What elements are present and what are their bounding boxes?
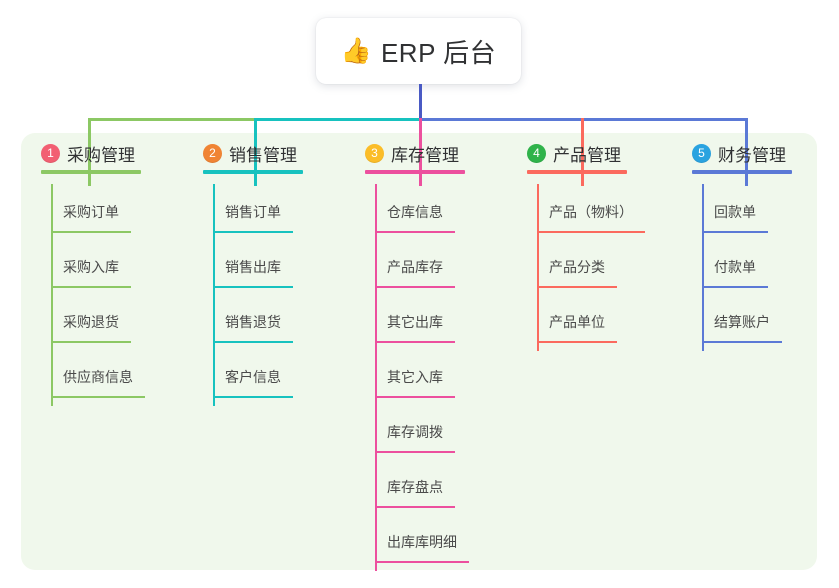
leaf-node-rule [377,231,455,233]
column-spine-2 [213,184,215,406]
leaf-node-rule [215,231,293,233]
root-trunk-connector [419,84,422,121]
leaf-node-rule [539,341,617,343]
leaf-node-rule [704,341,782,343]
leaf-node-rule [539,231,645,233]
module-column-1[interactable]: 1 采购管理 [41,140,141,174]
leaf-node-label: 客户信息 [225,369,281,385]
column-header-1[interactable]: 1 采购管理 [41,140,141,166]
column-header-5[interactable]: 5 财务管理 [692,140,792,166]
column-header-3[interactable]: 3 库存管理 [365,140,465,166]
leaf-node-label: 采购订单 [63,204,119,220]
leaf-node-label: 采购入库 [63,259,119,275]
leaf-node-rule [377,396,455,398]
root-node-content: 👍 ERP 后台 [341,33,496,70]
column-header-rule-5 [692,170,792,174]
connector-bar-segment-1 [88,118,254,121]
leaf-node-label: 库存调拨 [387,424,443,440]
leaf-node-rule [377,286,455,288]
connector-bar-segment-2 [254,118,419,121]
leaf-node-rule [53,341,131,343]
leaf-node-label: 产品分类 [549,259,605,275]
column-title-3: 库存管理 [391,145,459,165]
module-column-4[interactable]: 4 产品管理 [527,140,627,174]
leaf-node-label: 销售退货 [225,314,281,330]
column-header-rule-2 [203,170,303,174]
leaf-node-rule [53,396,145,398]
leaf-node-label: 仓库信息 [387,204,443,220]
leaf-node-rule [53,231,131,233]
thumbs-up-icon: 👍 [340,36,372,65]
column-header-4[interactable]: 4 产品管理 [527,140,627,166]
modules-panel [21,133,817,570]
leaf-node-rule [215,286,293,288]
connector-drop-3 [419,118,422,186]
column-header-rule-1 [41,170,141,174]
column-title-1: 采购管理 [67,145,135,165]
leaf-node-rule [539,286,617,288]
column-spine-4 [537,184,539,351]
leaf-node-rule [377,451,455,453]
leaf-node-label: 出库库明细 [387,534,457,550]
leaf-node-label: 产品库存 [387,259,443,275]
column-header-2[interactable]: 2 销售管理 [203,140,303,166]
column-badge-icon-1: 1 [41,143,60,163]
leaf-node-label: 采购退货 [63,314,119,330]
connector-bar-segment-3 [419,118,581,121]
column-title-2: 销售管理 [229,145,297,165]
leaf-node-label: 结算账户 [714,314,770,330]
column-header-rule-3 [365,170,465,174]
root-node-title: ERP 后台 [380,37,497,68]
column-spine-3 [375,184,377,571]
leaf-node-label: 销售订单 [225,204,281,220]
leaf-node-rule [53,286,131,288]
column-spine-5 [702,184,704,351]
module-column-5[interactable]: 5 财务管理 [692,140,792,174]
connector-drop-4 [581,118,584,186]
connector-drop-1 [88,118,91,186]
leaf-node-label: 产品单位 [549,314,605,330]
column-spine-1 [51,184,53,406]
column-badge-icon-5: 5 [692,143,711,163]
leaf-node-rule [704,231,768,233]
root-node-erp-backend[interactable]: 👍 ERP 后台 [316,18,521,84]
column-badge-icon-2: 2 [203,143,222,163]
module-column-3[interactable]: 3 库存管理 [365,140,465,174]
leaf-node-label: 供应商信息 [63,369,133,385]
connector-drop-5 [745,118,748,186]
module-column-2[interactable]: 2 销售管理 [203,140,303,174]
leaf-node-rule [215,396,293,398]
connector-bar-segment-4 [581,118,745,121]
leaf-node-label: 销售出库 [225,259,281,275]
leaf-node-rule [704,286,768,288]
leaf-node-label: 付款单 [714,259,756,275]
leaf-node-rule [377,506,455,508]
leaf-node-label: 其它出库 [387,314,443,330]
column-badge-icon-4: 4 [527,143,546,163]
leaf-node-label: 库存盘点 [387,479,443,495]
column-title-4: 产品管理 [553,145,621,165]
leaf-node-rule [215,341,293,343]
leaf-node-rule [377,341,455,343]
column-badge-icon-3: 3 [365,143,384,163]
leaf-node-label: 其它入库 [387,369,443,385]
column-header-rule-4 [527,170,627,174]
column-title-5: 财务管理 [718,145,786,165]
leaf-node-label: 产品（物料） [549,204,633,220]
leaf-node-rule [377,561,469,563]
leaf-node-label: 回款单 [714,204,756,220]
connector-drop-2 [254,118,257,186]
